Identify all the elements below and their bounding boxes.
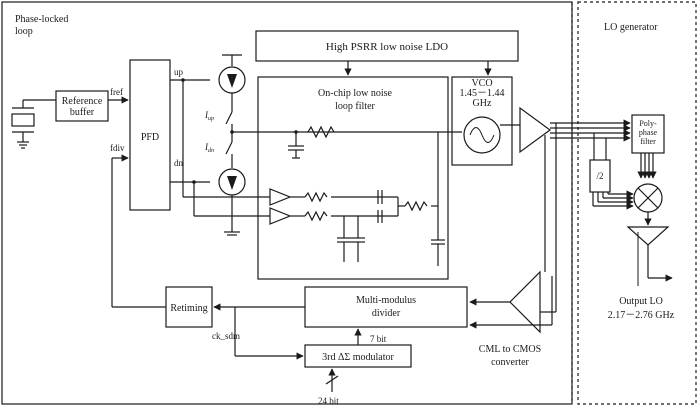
ck-sdm-label: ck_sdm (212, 331, 240, 341)
sdm-out-bits-label: 7 bit (370, 334, 387, 344)
up-label: up (174, 67, 184, 77)
lo-output-buffer (626, 226, 670, 246)
ldo-block (255, 30, 519, 62)
filter-resistor-1 (307, 125, 335, 139)
dn-label: dn (174, 158, 184, 168)
retiming-label: Retiming (170, 303, 207, 314)
mixer-icon (633, 183, 663, 213)
buffer-2 (269, 207, 292, 225)
pfd-block (129, 59, 171, 211)
divide-by-two-block (589, 159, 611, 193)
reference-buffer-block (55, 90, 109, 122)
vco-block (451, 76, 513, 166)
vco-buffer (519, 106, 552, 154)
ldo-label: High PSRR low noise LDO (326, 41, 448, 53)
mmd-block (304, 286, 468, 328)
polyphase-filter-block (631, 114, 665, 154)
pfd-label: PFD (141, 132, 159, 143)
sdm-in-bits-label: 24 bit (318, 396, 339, 406)
vco-oscillator-symbol (463, 116, 501, 154)
fdiv-label: fdiv (110, 143, 125, 153)
sine-wave-icon (469, 127, 495, 143)
crystal-icon (11, 99, 56, 149)
i-up-label: Iup (204, 110, 214, 122)
buffer-1 (269, 188, 292, 206)
retiming-block (165, 286, 213, 328)
charge-pump (218, 54, 246, 236)
sdm-label: 3rd ΔΣ modulator (322, 352, 394, 363)
cml-to-cmos-buffer (509, 270, 541, 334)
fref-label: fref (110, 87, 123, 97)
loop-filter-block (257, 76, 449, 280)
i-dn-label: Idn (204, 142, 214, 154)
lo-generator-region-label: LO generator (604, 22, 658, 33)
divide-by-two-label: /2 (596, 171, 603, 181)
lo-generator-region-outline (577, 1, 697, 405)
